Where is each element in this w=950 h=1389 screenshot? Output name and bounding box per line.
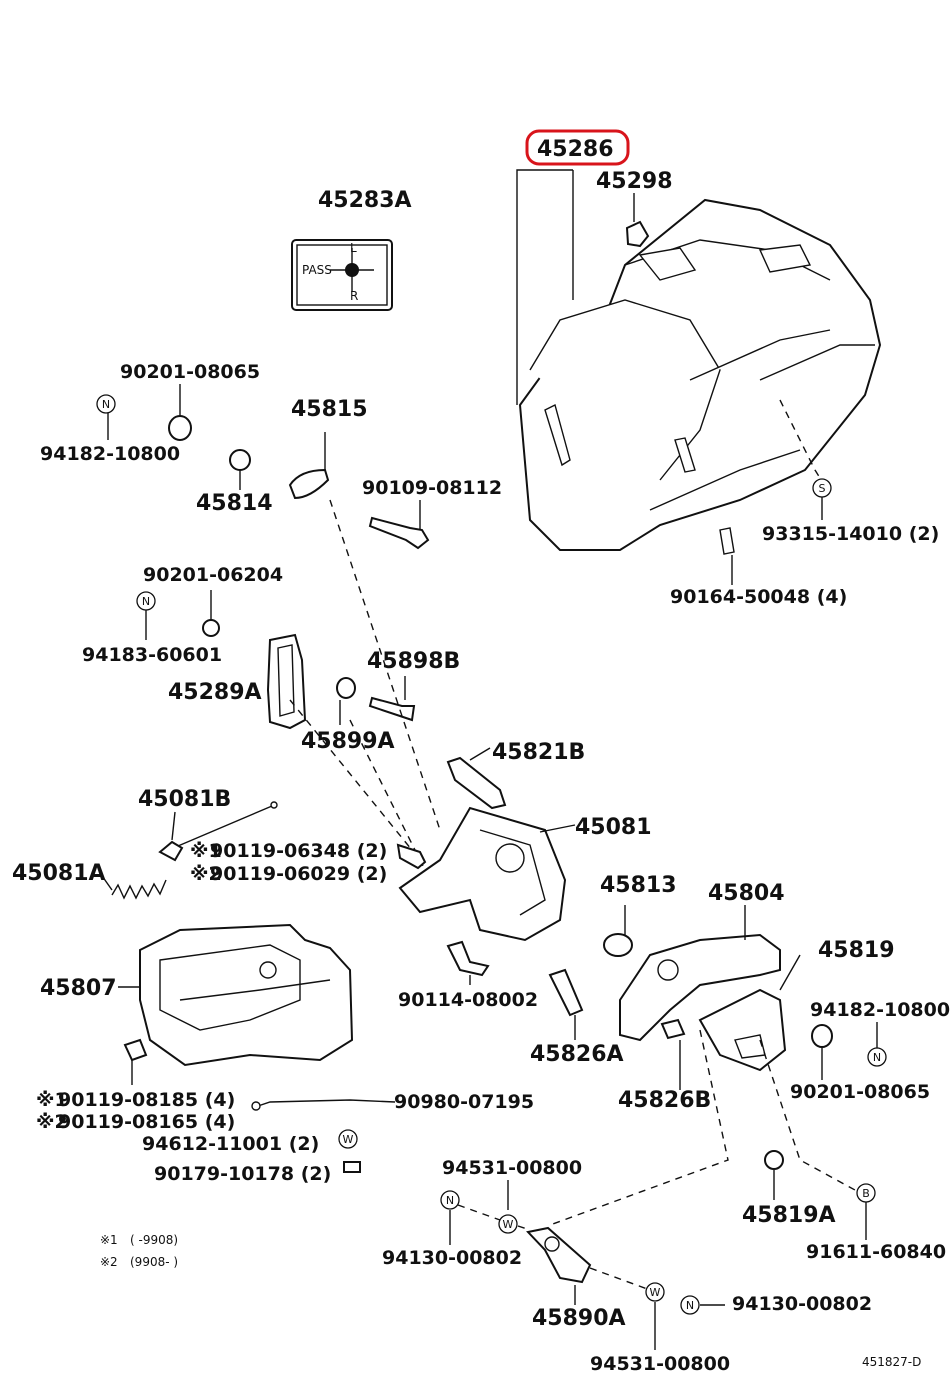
svg-text:B: B xyxy=(862,1187,870,1200)
label-90201-08065-top: 90201-08065 xyxy=(120,361,260,383)
footnote-1-range: ( -9908) xyxy=(130,1233,178,1247)
label-45819A: 45819A xyxy=(742,1203,836,1228)
marker-note1-b: ※1 xyxy=(36,1089,68,1111)
label-45081A: 45081A xyxy=(12,861,106,886)
svg-text:S: S xyxy=(819,482,826,495)
svg-text:N: N xyxy=(686,1299,694,1312)
spring-45081A xyxy=(111,879,167,900)
svg-text:R: R xyxy=(350,289,358,303)
lever-45804 xyxy=(619,933,781,1042)
label-45081: 45081 xyxy=(575,815,652,840)
label-94183-60601: 94183-60601 xyxy=(82,644,222,666)
label-94182-10800-left: 94182-10800 xyxy=(40,443,180,465)
label-90109-08112: 90109-08112 xyxy=(362,477,502,499)
footnote-2-marker: ※2 xyxy=(100,1255,118,1269)
pin-45826B xyxy=(660,1018,686,1040)
lever-45890A xyxy=(526,1226,592,1284)
bolt-90119-06348 xyxy=(396,843,427,870)
label-45821B: 45821B xyxy=(492,740,585,765)
label-90119-06348: 90119-06348 (2) xyxy=(210,840,387,862)
label-45804: 45804 xyxy=(708,881,785,906)
label-90114-08002: 90114-08002 xyxy=(398,989,538,1011)
label-94130-00802-right: 94130-00802 xyxy=(732,1293,872,1315)
highlight-frame-45286 xyxy=(525,129,630,166)
label-90201-06204: 90201-06204 xyxy=(143,564,283,586)
svg-text:W: W xyxy=(503,1218,514,1231)
bolt-90164 xyxy=(719,527,735,555)
marker-note1-a: ※1 xyxy=(190,840,222,862)
nut-90201-06204 xyxy=(202,619,220,637)
label-45807: 45807 xyxy=(40,976,117,1001)
indicator-plate-45283A: PASS R L xyxy=(291,239,393,311)
label-45289A: 45289A xyxy=(168,680,262,705)
label-45813: 45813 xyxy=(600,873,677,898)
column-cover-drawing xyxy=(518,198,882,551)
svg-text:PASS: PASS xyxy=(302,263,332,277)
collar-45899A xyxy=(336,677,356,699)
label-45819: 45819 xyxy=(818,938,895,963)
svg-text:N: N xyxy=(873,1051,881,1064)
collar-45819A xyxy=(764,1150,784,1170)
nut-90201-08065-right xyxy=(811,1024,833,1048)
svg-text:N: N xyxy=(446,1194,454,1207)
label-45283A: 45283A xyxy=(318,188,412,213)
label-90119-08185: 90119-08185 (4) xyxy=(58,1089,235,1111)
footnote-1-marker: ※1 xyxy=(100,1233,118,1247)
label-90119-08165: 90119-08165 (4) xyxy=(58,1111,235,1133)
rod-45821B xyxy=(446,756,507,810)
label-45826A: 45826A xyxy=(530,1042,624,1067)
svg-text:W: W xyxy=(650,1286,661,1299)
label-45815: 45815 xyxy=(291,397,368,422)
spring-45826A xyxy=(548,968,584,1017)
svg-text:N: N xyxy=(142,595,150,608)
bushing-45813 xyxy=(603,933,633,957)
label-45826B: 45826B xyxy=(618,1088,711,1113)
marker-note2-a: ※2 xyxy=(190,863,222,885)
clip-90179-10178 xyxy=(343,1161,361,1173)
label-94130-00802-left: 94130-00802 xyxy=(382,1247,522,1269)
label-90119-06029: 90119-06029 (2) xyxy=(210,863,387,885)
cable-end-45081B xyxy=(158,840,184,862)
pin-90114-08002 xyxy=(446,940,490,977)
svg-text:L: L xyxy=(350,241,357,255)
bushing-45814 xyxy=(229,449,251,471)
circle-marker-n xyxy=(96,394,116,414)
bolt-90119-08185 xyxy=(123,1038,148,1062)
label-91611-60840: 91611-60840 xyxy=(806,1241,946,1263)
bracket-45081 xyxy=(398,806,567,942)
svg-text:W: W xyxy=(343,1133,354,1146)
label-45081B: 45081B xyxy=(138,787,231,812)
label-90164-50048: 90164-50048 (4) xyxy=(670,586,847,608)
label-45890A: 45890A xyxy=(532,1306,626,1331)
label-45298: 45298 xyxy=(596,169,673,194)
label-90980-07195: 90980-07195 xyxy=(394,1091,534,1113)
label-94612-11001: 94612-11001 (2) xyxy=(142,1133,319,1155)
label-45814: 45814 xyxy=(196,491,273,516)
label-45286: 45286 xyxy=(537,137,614,162)
bolt-90109-08112 xyxy=(368,516,430,550)
label-94531-00800-bottom: 94531-00800 xyxy=(590,1353,730,1375)
figure-code: 451827-D xyxy=(862,1355,921,1369)
marker-note2-b: ※2 xyxy=(36,1111,68,1133)
label-94531-00800-top: 94531-00800 xyxy=(442,1157,582,1179)
label-94182-10800-right: 94182-10800 xyxy=(810,999,950,1021)
bolt-45898B xyxy=(368,696,416,722)
plug-45298 xyxy=(625,220,650,248)
svg-text:N: N xyxy=(102,398,110,411)
label-45899A: 45899A xyxy=(301,729,395,754)
footnote-2-range: (9908- ) xyxy=(130,1255,178,1269)
nut-90201-08065 xyxy=(168,415,192,441)
label-90201-08065-right: 90201-08065 xyxy=(790,1081,930,1103)
label-90179-10178: 90179-10178 (2) xyxy=(154,1163,331,1185)
lever-45815 xyxy=(288,468,330,500)
label-45898B: 45898B xyxy=(367,649,460,674)
label-93315-14010: 93315-14010 (2) xyxy=(762,523,939,545)
